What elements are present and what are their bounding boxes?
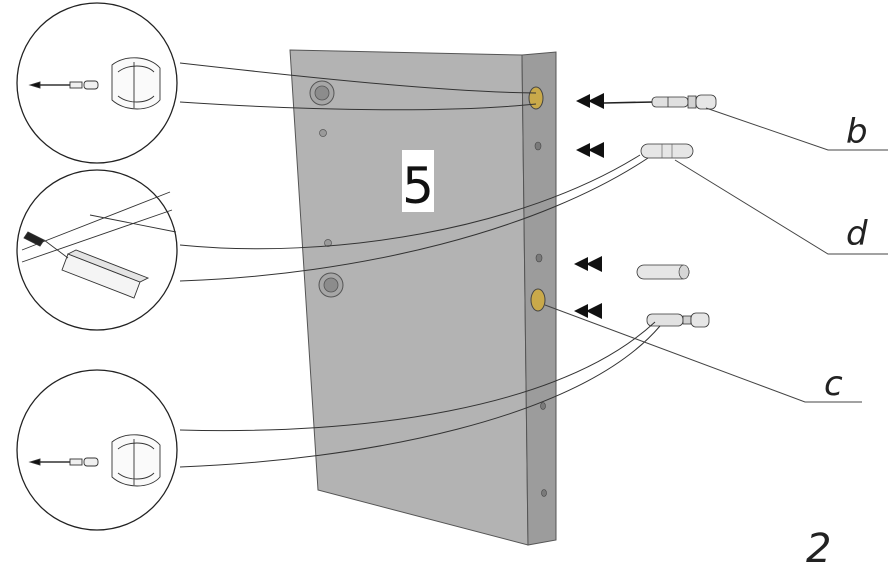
leader-d (674, 159, 888, 255)
leader-mid-2 (179, 157, 649, 282)
cam-lock-screwdriver-icon (28, 434, 161, 487)
leader-b (705, 107, 888, 151)
label-leaders (544, 107, 888, 403)
leader-bot-2 (179, 325, 661, 468)
edge-hole-dowel-1 (534, 141, 542, 151)
cam-bolt-bottom (646, 312, 710, 328)
edge-hole-cam-top (528, 86, 544, 110)
label-b: b (846, 112, 868, 152)
leader-mid-1 (179, 154, 641, 250)
arrow-row-2 (576, 142, 604, 158)
detail-top (16, 2, 178, 164)
cam-lock-screwdriver-icon (28, 57, 161, 110)
detail-bottom (16, 369, 178, 531)
leader-lines (179, 62, 661, 468)
edge-hole-cam-bottom (530, 288, 546, 312)
panel-front-face (289, 49, 529, 546)
label-c: c (824, 364, 843, 404)
arrow-row-3 (574, 256, 602, 272)
cam-bolt-top (603, 94, 717, 110)
cam-hole-top (309, 80, 335, 106)
arrow-row-1 (576, 93, 604, 109)
leader-bot-1 (179, 321, 656, 432)
dowel-upper (640, 143, 694, 159)
panel-5: 5 (289, 49, 557, 546)
edge-hole-4 (541, 489, 547, 497)
insert-arrows (574, 93, 604, 319)
leader-c (544, 304, 862, 403)
leader-top-1 (179, 62, 537, 94)
panel-number: 5 (402, 157, 434, 215)
arrow-row-4 (574, 303, 602, 319)
edge-hole-dowel-2 (535, 253, 543, 263)
label-d: d (846, 214, 868, 254)
dowel-lower (636, 264, 690, 280)
step-number: 2 (806, 526, 831, 570)
cam-hole-bottom (318, 272, 344, 298)
front-hole-2 (324, 239, 332, 247)
edge-hole-3 (540, 402, 546, 410)
front-hole-1 (319, 129, 327, 137)
dowel-insertion-icon (21, 191, 177, 299)
panel-number-box (402, 150, 434, 212)
detail-middle (16, 169, 178, 331)
leader-top-2 (179, 101, 537, 111)
